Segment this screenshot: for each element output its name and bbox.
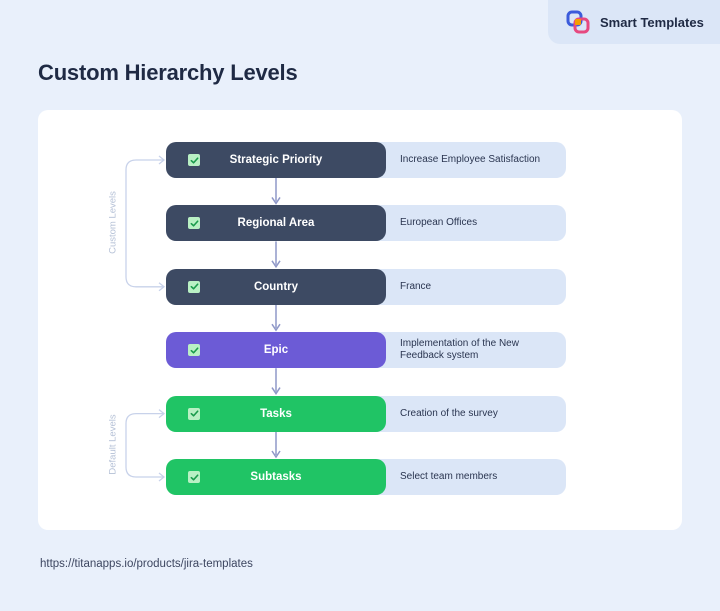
connector-arrowhead	[271, 323, 281, 332]
checkbox-icon	[188, 280, 200, 293]
checkbox-icon	[188, 471, 200, 483]
custom-levels-bracket-arrowhead	[158, 155, 166, 165]
level-pill[interactable]: Regional Area	[166, 205, 386, 242]
level-pill[interactable]: Country	[166, 268, 386, 305]
level-description: Implementation of the New Feedback syste…	[354, 332, 566, 369]
level-description: Creation of the survey	[354, 395, 566, 432]
page-title: Custom Hierarchy Levels	[38, 60, 298, 85]
brand-label: Smart Templates	[600, 14, 704, 30]
level-name: Strategic Priority	[229, 154, 323, 166]
custom-levels-bracket	[125, 159, 164, 288]
level-pill[interactable]: Epic	[166, 332, 386, 369]
diagram-card: Increase Employee Satisfaction Strategic …	[38, 110, 682, 530]
connector-arrowhead	[271, 260, 281, 269]
level-name: Tasks	[260, 407, 292, 420]
default-levels-label: Default Levels	[107, 414, 119, 475]
checkbox-icon	[188, 154, 200, 166]
footer-url[interactable]: https://titanapps.io/products/jira-templ…	[40, 558, 253, 570]
level-pill[interactable]: Subtasks	[166, 459, 386, 495]
level-name: Regional Area	[237, 217, 315, 230]
level-pill[interactable]: Tasks	[166, 395, 386, 432]
hierarchy-level-row: Creation of the survey Tasks	[166, 395, 567, 432]
level-pill[interactable]: Strategic Priority	[166, 142, 386, 178]
default-levels-bracket-arrowhead	[158, 409, 166, 419]
hierarchy-level-row: European Offices Regional Area	[166, 205, 567, 242]
hierarchy-connectors	[125, 155, 281, 482]
brand-badge: Smart Templates	[548, 0, 720, 44]
checkbox-icon	[188, 217, 200, 230]
smart-templates-logo-icon	[566, 10, 590, 34]
level-description: France	[354, 268, 566, 305]
default-levels-bracket	[125, 412, 164, 478]
connector-arrowhead	[271, 387, 281, 395]
level-name: Country	[253, 280, 299, 293]
default-levels-bracket-arrowhead	[158, 472, 166, 482]
connector-arrowhead	[271, 450, 281, 459]
hierarchy-level-row: Select team members Subtasks	[166, 459, 567, 495]
connector-arrowhead	[271, 196, 281, 205]
level-name: Epic	[263, 344, 289, 357]
hierarchy-level-row: France Country	[166, 268, 567, 305]
hierarchy-level-row: Increase Employee Satisfaction Strategic …	[166, 142, 567, 178]
level-description: Select team members	[354, 459, 566, 495]
checkbox-icon	[188, 407, 200, 420]
custom-levels-bracket-arrowhead	[158, 282, 166, 292]
level-name: Subtasks	[250, 471, 302, 483]
checkbox-icon	[188, 344, 200, 357]
hierarchy-level-row: Implementation of the New Feedback syste…	[166, 332, 567, 369]
level-description: European Offices	[354, 205, 566, 242]
custom-levels-label: Custom Levels	[107, 191, 119, 255]
level-description: Increase Employee Satisfaction	[354, 142, 566, 178]
